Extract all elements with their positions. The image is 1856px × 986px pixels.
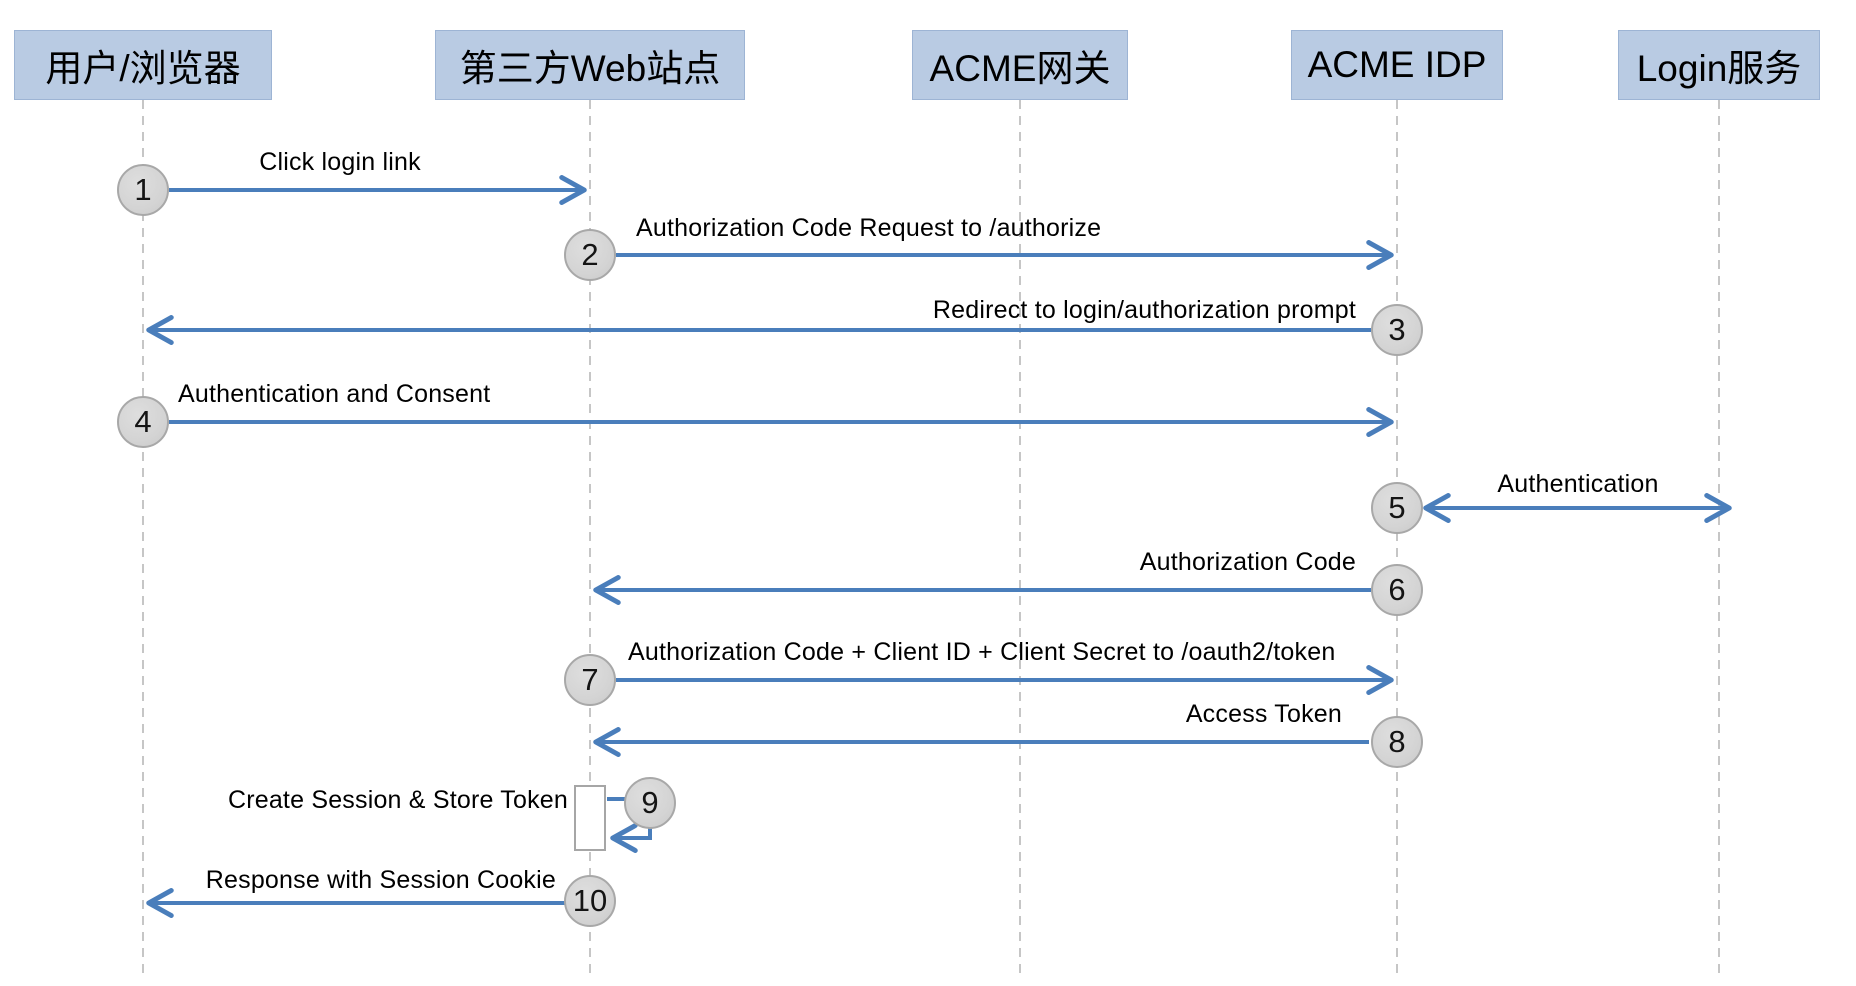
step-badge-7: 7 bbox=[564, 654, 616, 706]
message-label-1: Click login link bbox=[259, 148, 421, 176]
message-label-3: Redirect to login/authorization prompt bbox=[932, 296, 1356, 324]
step-badge-9: 9 bbox=[624, 777, 676, 829]
actor-box-login-service: Login服务 bbox=[1618, 30, 1820, 100]
message-label-4: Authentication and Consent bbox=[178, 380, 491, 408]
actor-box-user-browser: 用户/浏览器 bbox=[14, 30, 272, 100]
step-badge-1: 1 bbox=[117, 164, 169, 216]
message-label-5: Authentication bbox=[1497, 470, 1659, 498]
step-badge-3: 3 bbox=[1371, 304, 1423, 356]
actor-box-thirdparty-web: 第三方Web站点 bbox=[435, 30, 745, 100]
step-badge-10: 10 bbox=[564, 875, 616, 927]
step-badge-6: 6 bbox=[1371, 564, 1423, 616]
actor-box-acme-gateway: ACME网关 bbox=[912, 30, 1128, 100]
actor-box-acme-idp: ACME IDP bbox=[1291, 30, 1503, 100]
activation-box bbox=[574, 785, 606, 851]
step-badge-2: 2 bbox=[564, 229, 616, 281]
message-label-7: Authorization Code + Client ID + Client … bbox=[628, 638, 1336, 666]
message-label-9: Create Session & Store Token bbox=[227, 786, 568, 814]
message-label-6: Authorization Code bbox=[1139, 548, 1356, 576]
message-label-2: Authorization Code Request to /authorize bbox=[636, 214, 1102, 242]
step-badge-5: 5 bbox=[1371, 482, 1423, 534]
message-label-10: Response with Session Cookie bbox=[205, 866, 556, 894]
step-badge-8: 8 bbox=[1371, 716, 1423, 768]
message-label-8: Access Token bbox=[1185, 700, 1342, 728]
step-badge-4: 4 bbox=[117, 396, 169, 448]
